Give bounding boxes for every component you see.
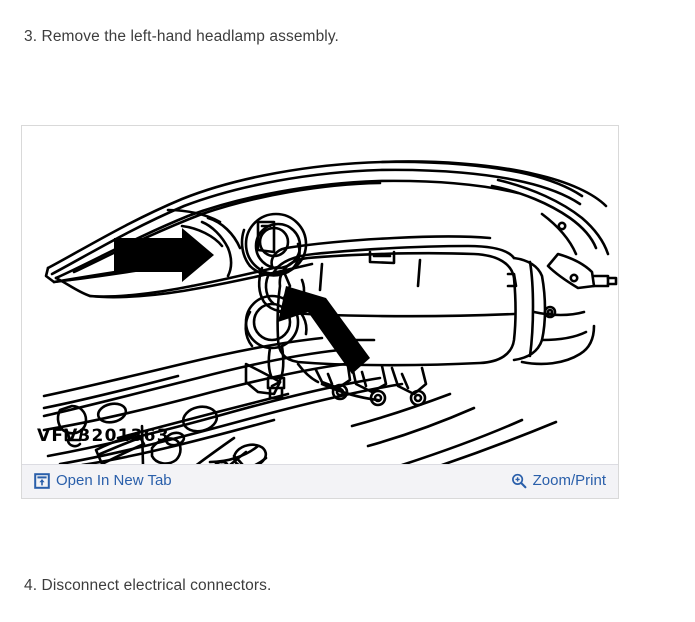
image-viewer-toolbar: Open In New Tab Zoom/Print bbox=[22, 464, 618, 498]
open-in-new-tab-link[interactable]: Open In New Tab bbox=[34, 472, 172, 490]
figure-image[interactable]: VFV3201363 bbox=[22, 126, 618, 465]
image-viewer-panel: VFV3201363 Open In New Tab bbox=[21, 125, 619, 499]
arrow-electrical-connectors bbox=[278, 286, 370, 374]
magnifier-plus-icon bbox=[511, 473, 527, 489]
zoom-print-link[interactable]: Zoom/Print bbox=[511, 472, 606, 490]
arrow-headlamp-bracket bbox=[114, 228, 214, 282]
headlamp-assembly-line-drawing bbox=[22, 126, 618, 465]
figure-code-label: VFV3201363 bbox=[37, 426, 170, 446]
open-in-new-tab-icon bbox=[34, 473, 50, 489]
instruction-step-4: 4. Disconnect electrical connectors. bbox=[24, 577, 272, 594]
instruction-step-3: 3. Remove the left-hand headlamp assembl… bbox=[24, 28, 339, 45]
open-in-new-tab-label: Open In New Tab bbox=[56, 472, 172, 489]
zoom-print-label: Zoom/Print bbox=[532, 472, 606, 489]
